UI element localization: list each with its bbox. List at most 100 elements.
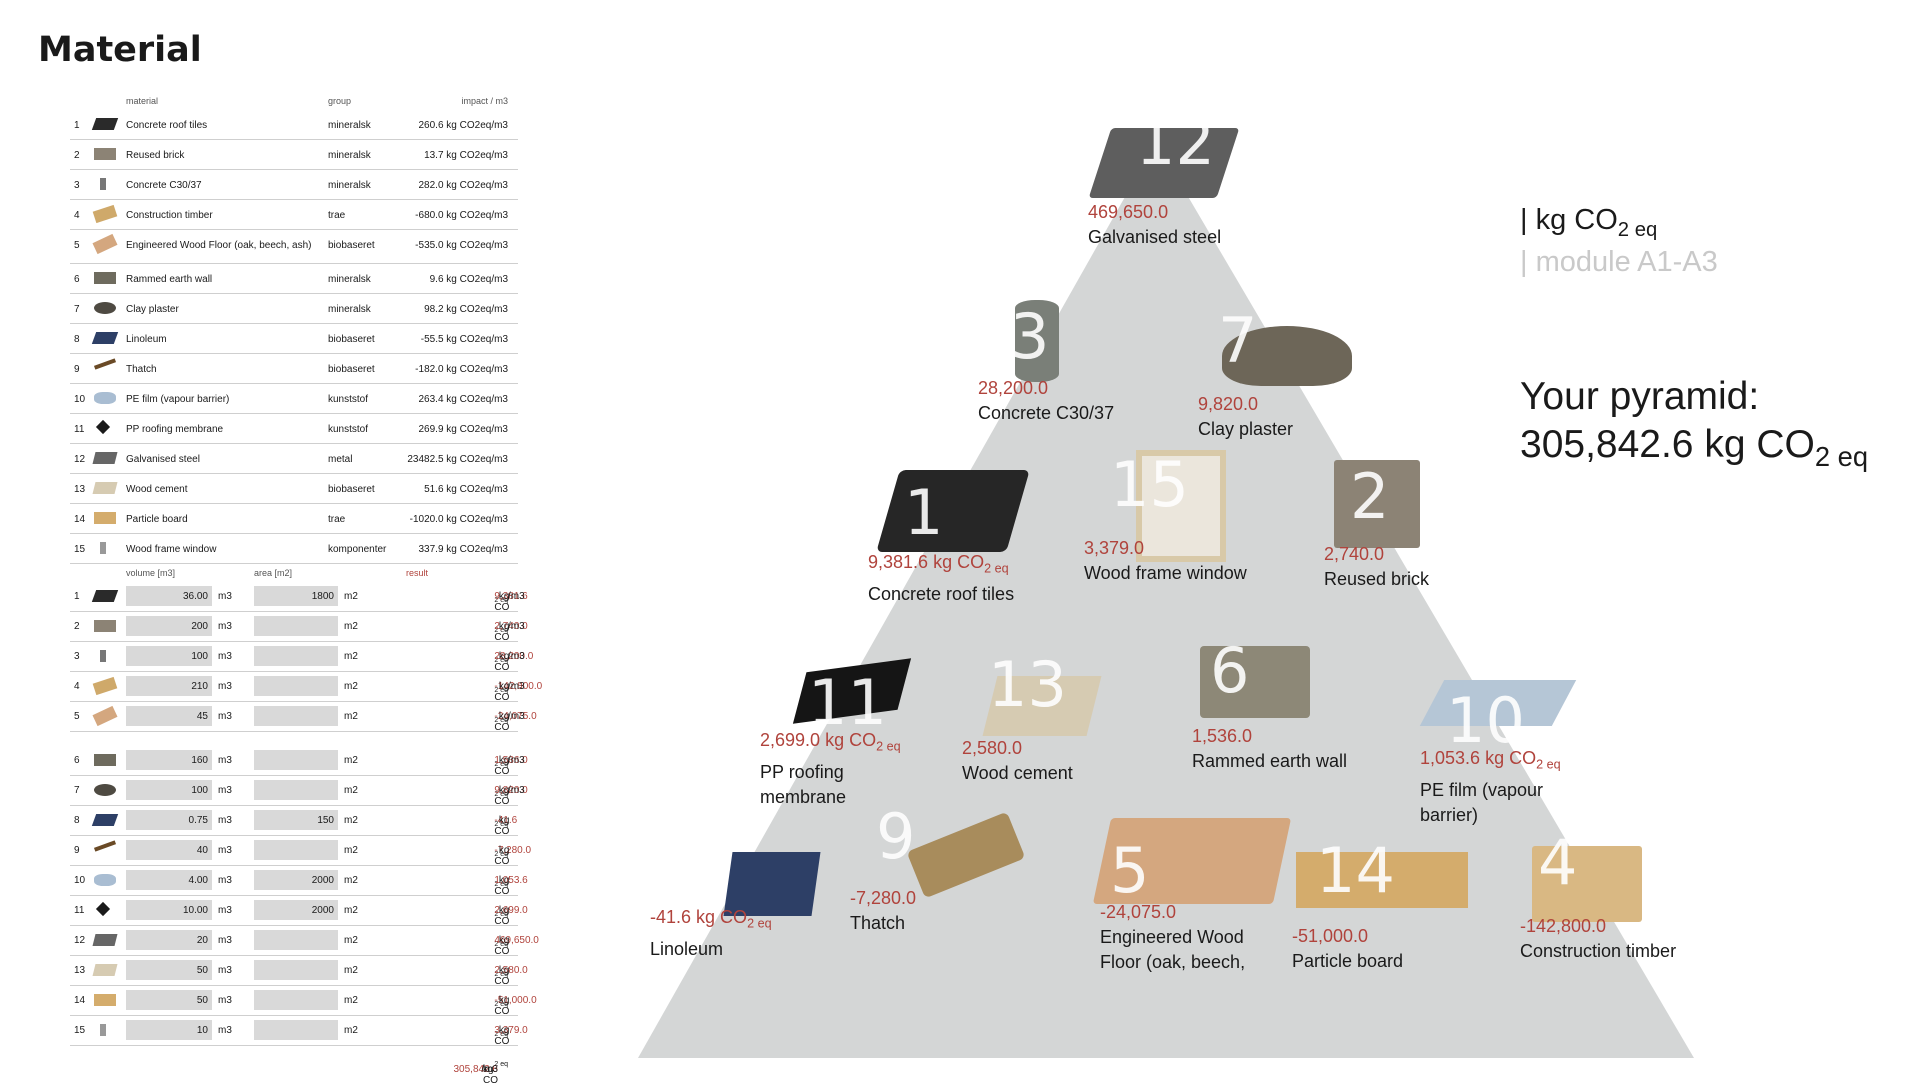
- volume-input[interactable]: [126, 990, 212, 1010]
- pyramid-number-6: 6: [1210, 634, 1250, 707]
- volume-value: 45: [196, 711, 208, 722]
- material-name: Rammed earth wall: [126, 274, 213, 285]
- volume-unit: m3: [218, 755, 232, 766]
- volume-input[interactable]: [126, 780, 212, 800]
- material-thumb-icon: [92, 204, 118, 224]
- material-thumb-icon: [100, 178, 106, 190]
- material-thumb-icon: [95, 901, 111, 917]
- area-unit: m2: [344, 995, 358, 1006]
- volume-input[interactable]: [126, 810, 212, 830]
- volume-unit: m3: [218, 621, 232, 632]
- material-impact: 9.6 kg CO2eq/m3: [429, 274, 508, 285]
- area-input[interactable]: [254, 706, 338, 726]
- material-impact: -1020.0 kg CO2eq/m3: [409, 514, 508, 525]
- volume-input[interactable]: [126, 616, 212, 636]
- volume-input[interactable]: [126, 840, 212, 860]
- row-index: 1: [74, 591, 80, 602]
- volume-value: 36.00: [182, 591, 208, 602]
- area-unit: m2: [344, 875, 358, 886]
- volume-input[interactable]: [126, 960, 212, 980]
- area-input[interactable]: [254, 930, 338, 950]
- material-impact: -680.0 kg CO2eq/m3: [415, 210, 508, 221]
- volume-input[interactable]: [126, 586, 212, 606]
- area-input[interactable]: [254, 840, 338, 860]
- area-input[interactable]: [254, 586, 338, 606]
- summary-label: Your pyramid:: [1520, 375, 1760, 418]
- area-input[interactable]: [254, 990, 338, 1010]
- row-index: 4: [74, 210, 80, 221]
- volume-unit: m3: [218, 1025, 232, 1036]
- area-input[interactable]: [254, 960, 338, 980]
- material-name: Wood frame window: [126, 544, 217, 555]
- material-thumb-icon: [94, 784, 116, 796]
- volume-value: 200: [191, 621, 208, 632]
- volume-input[interactable]: [126, 750, 212, 770]
- volume-unit: m3: [218, 815, 232, 826]
- material-impact: -55.5 kg CO2eq/m3: [420, 334, 508, 345]
- area-input[interactable]: [254, 870, 338, 890]
- row-index: 7: [74, 785, 80, 796]
- area-input[interactable]: [254, 900, 338, 920]
- wood-frame-window-image: [1136, 450, 1226, 562]
- material-impact: 13.7 kg CO2eq/m3: [424, 150, 508, 161]
- area-input[interactable]: [254, 1020, 338, 1040]
- material-thumb-icon: [92, 233, 118, 255]
- volume-input[interactable]: [126, 646, 212, 666]
- material-group: biobaseret: [328, 484, 375, 495]
- volume-value: 100: [191, 785, 208, 796]
- material-thumb-icon: [91, 814, 119, 826]
- material-thumb-icon: [100, 650, 106, 662]
- area-input[interactable]: [254, 646, 338, 666]
- volume-unit: m3: [218, 711, 232, 722]
- area-input[interactable]: [254, 810, 338, 830]
- area-unit: m2: [344, 845, 358, 856]
- material-name: Clay plaster: [126, 304, 179, 315]
- volume-input[interactable]: [126, 930, 212, 950]
- volume-unit: m3: [218, 875, 232, 886]
- header-result: result: [406, 568, 429, 578]
- row-index: 5: [74, 240, 80, 251]
- material-row: 5 Engineered Wood Floor (oak, beech, ash…: [70, 230, 518, 264]
- row-index: 8: [74, 815, 80, 826]
- volume-input[interactable]: [126, 870, 212, 890]
- pyramid-number-1: 1: [904, 476, 944, 549]
- area-input[interactable]: [254, 676, 338, 696]
- area-unit: m2: [344, 1025, 358, 1036]
- area-input[interactable]: [254, 780, 338, 800]
- volume-input[interactable]: [126, 676, 212, 696]
- area-input[interactable]: [254, 616, 338, 636]
- row-index: 10: [74, 875, 86, 886]
- volume-input[interactable]: [126, 1020, 212, 1040]
- material-thumb-icon: [94, 148, 116, 160]
- pyramid-number-3: 3: [1010, 300, 1050, 373]
- area-unit: m2: [344, 905, 358, 916]
- volume-unit: m3: [218, 681, 232, 692]
- volume-value: 4.00: [188, 875, 208, 886]
- material-thumb-icon: [93, 840, 117, 852]
- header-area: area [m2]: [254, 568, 293, 578]
- volume-input[interactable]: [126, 706, 212, 726]
- material-group: biobaseret: [328, 240, 375, 251]
- volume-value: 50: [196, 965, 208, 976]
- area-input[interactable]: [254, 750, 338, 770]
- material-name: Concrete roof tiles: [126, 120, 208, 131]
- material-row: 9 Thatch biobaseret -182.0 kg CO2eq/m3: [70, 354, 518, 384]
- volume-input[interactable]: [126, 900, 212, 920]
- volume-unit: m3: [218, 965, 232, 976]
- material-thumb-icon: [91, 118, 119, 130]
- material-group: trae: [328, 210, 346, 221]
- row-index: 14: [74, 995, 86, 1006]
- row-index: 8: [74, 334, 80, 345]
- row-index: 15: [74, 544, 86, 555]
